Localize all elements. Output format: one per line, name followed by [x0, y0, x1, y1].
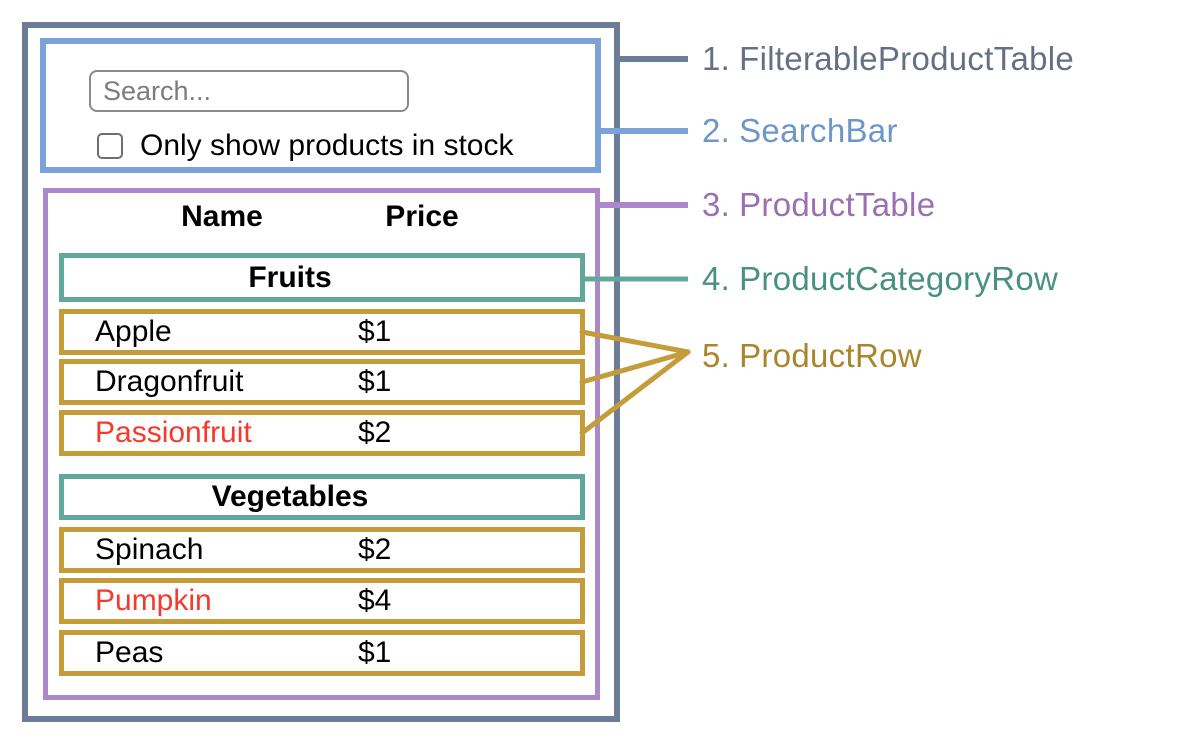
category-row-vegetables: Vegetables: [59, 474, 585, 520]
legend-label: ProductRow: [739, 337, 922, 374]
product-name: Peas: [95, 636, 164, 669]
legend-index: 1.: [702, 40, 731, 77]
product-row-dragonfruit: Dragonfruit $1: [59, 359, 585, 405]
product-name: Spinach: [95, 533, 204, 566]
product-table-box: Name Price Fruits Apple $1 Dragonfruit $…: [43, 188, 600, 700]
price-column-header: Price: [385, 200, 459, 233]
search-input[interactable]: [89, 70, 409, 112]
stock-filter-row: Only show products in stock: [97, 129, 514, 163]
legend-product-table: 3.ProductTable: [702, 183, 935, 227]
name-column-header: Name: [181, 200, 263, 233]
product-price: $2: [358, 533, 392, 566]
legend-product-row: 5.ProductRow: [702, 334, 922, 378]
in-stock-checkbox[interactable]: [97, 133, 123, 159]
product-row-passionfruit: Passionfruit $2: [59, 410, 585, 456]
product-name: Apple: [95, 315, 172, 348]
product-price: $1: [358, 365, 392, 398]
product-name: Pumpkin: [95, 584, 212, 617]
legend-label: ProductTable: [739, 186, 936, 223]
product-price: $1: [358, 315, 392, 348]
product-price: $1: [358, 636, 392, 669]
product-price: $2: [358, 416, 392, 449]
product-row-spinach: Spinach $2: [59, 527, 585, 573]
legend-label: SearchBar: [739, 112, 898, 149]
product-name: Passionfruit: [95, 416, 252, 449]
search-bar-box: Only show products in stock: [40, 38, 601, 173]
product-row-pumpkin: Pumpkin $4: [59, 578, 585, 624]
product-name: Dragonfruit: [95, 365, 244, 398]
legend-index: 3.: [702, 186, 731, 223]
category-row-fruits: Fruits: [59, 253, 585, 302]
product-row-peas: Peas $1: [59, 630, 585, 676]
filterable-product-table-box: Only show products in stock Name Price F…: [22, 22, 620, 722]
legend-product-category-row: 4.ProductCategoryRow: [702, 257, 1058, 301]
product-row-apple: Apple $1: [59, 309, 585, 355]
product-price: $4: [358, 584, 392, 617]
legend-index: 2.: [702, 112, 731, 149]
legend-label: ProductCategoryRow: [739, 260, 1059, 297]
in-stock-label: Only show products in stock: [140, 129, 514, 162]
legend-label: FilterableProductTable: [739, 40, 1075, 77]
legend-filterable-product-table: 1.FilterableProductTable: [702, 37, 1074, 81]
legend-index: 4.: [702, 260, 731, 297]
legend-index: 5.: [702, 337, 731, 374]
legend-search-bar: 2.SearchBar: [702, 109, 898, 153]
